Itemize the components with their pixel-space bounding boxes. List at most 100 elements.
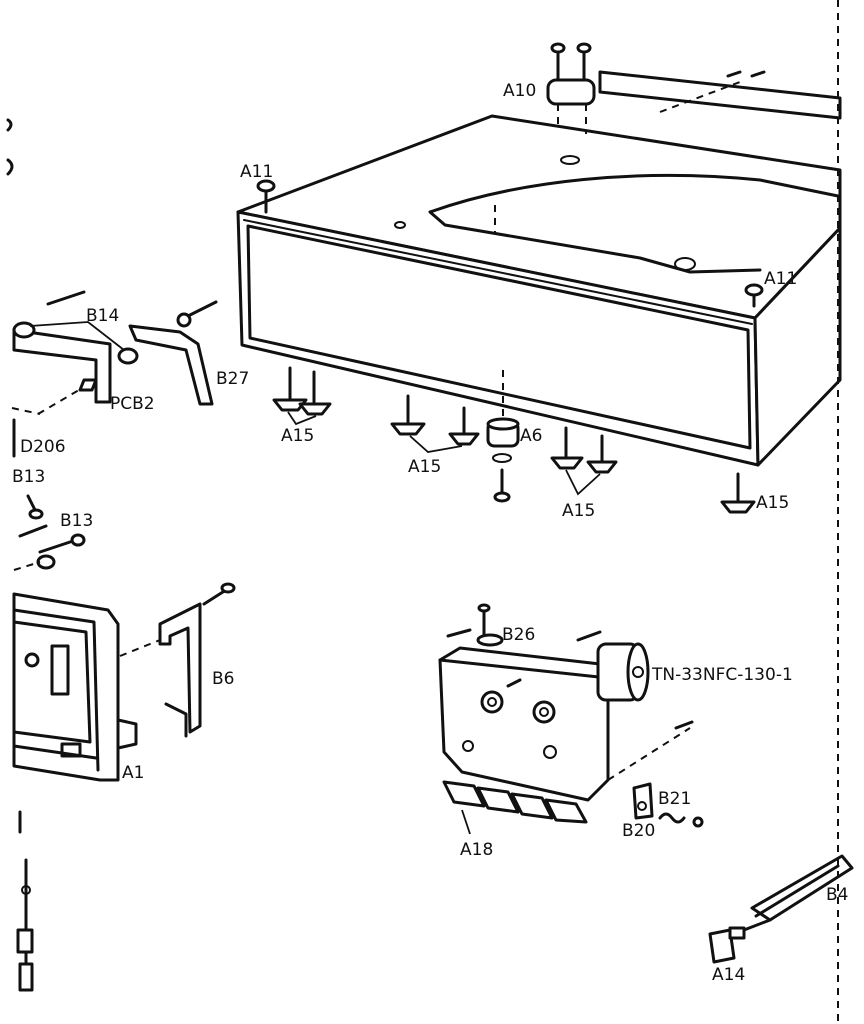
label-a1: A1 <box>122 763 144 783</box>
label-a6: A6 <box>520 426 542 446</box>
b13-washer <box>36 554 56 570</box>
a15-feet: A15 A15 A15 A15 <box>272 366 789 521</box>
label-a14: A14 <box>712 965 745 985</box>
label-pcb2: PCB2 <box>110 394 155 414</box>
label-b26: B26 <box>502 625 535 645</box>
mechanism-pivot <box>462 740 474 752</box>
motor-face <box>626 642 650 702</box>
foot-3-pad <box>390 422 426 436</box>
foot-6-pad <box>586 460 618 474</box>
label-a18: A18 <box>460 840 493 860</box>
top-hole-2 <box>394 221 406 229</box>
a6-grommet: A6 <box>486 370 542 503</box>
label-a15-left: A15 <box>281 426 314 446</box>
label-b4: B4 <box>826 885 848 905</box>
left-edge-fragments <box>6 118 34 992</box>
b13-screw-1-head <box>28 508 44 520</box>
b27-washer <box>176 312 192 328</box>
b21-washer <box>692 816 704 828</box>
a10-screw-head-1 <box>550 42 566 54</box>
a11-left: A11 <box>240 162 276 214</box>
mechanism-chassis <box>438 658 610 802</box>
capstan-left-hub <box>487 697 497 707</box>
b27-bracket <box>128 324 214 406</box>
b21-spring <box>658 812 686 824</box>
a6-screw-head <box>493 491 511 503</box>
label-a11-right: A11 <box>764 269 797 289</box>
cabinet <box>236 70 842 467</box>
b6-bracket: B6 <box>119 582 236 738</box>
foot-2 <box>298 370 332 416</box>
left-bracket-assembly: B14 PCB2 B27 <box>11 290 249 415</box>
foot-5 <box>550 426 584 470</box>
a15-left-leader <box>287 411 317 426</box>
a14-collar <box>728 926 746 940</box>
a10-screw-head-2 <box>576 42 592 54</box>
b13-screw-3-head <box>70 533 86 547</box>
a6-top <box>486 417 520 431</box>
cabinet-inner-rim <box>246 224 752 450</box>
top-hole <box>560 155 580 165</box>
foot-3 <box>390 394 426 436</box>
label-b20: B20 <box>622 821 655 841</box>
b26-screw-3 <box>576 630 602 642</box>
label-d206: D206 <box>20 437 66 457</box>
label-b21: B21 <box>658 789 691 809</box>
capstan-right-hub <box>539 707 549 717</box>
rear-panel <box>598 70 842 120</box>
a15-center-leader <box>565 469 601 496</box>
b6-screw <box>202 588 228 606</box>
foot-4 <box>448 406 480 446</box>
b20-dash <box>607 727 691 781</box>
foot-2-pad <box>298 402 332 416</box>
tape-mechanism: A18 TN-33NFC-130-1 B26 B21 B20 <box>438 603 793 860</box>
foot-1-pad <box>272 398 308 412</box>
rear-screws <box>726 70 766 78</box>
foot-4-pad <box>448 432 480 446</box>
b26-screw-2 <box>446 628 472 638</box>
left-small-parts: D206 B13 B13 <box>12 418 93 571</box>
recess-hole <box>674 257 696 271</box>
b6-dash <box>119 639 161 657</box>
left-connector <box>16 928 34 954</box>
b20-b21-parts: B21 B20 <box>607 720 704 841</box>
b26-washer <box>476 633 504 647</box>
a10-body <box>546 78 596 106</box>
label-b13-top: B13 <box>12 467 45 487</box>
left-mark-2 <box>6 158 14 176</box>
a1-button <box>60 742 82 758</box>
label-b27: B27 <box>216 369 249 389</box>
a1-bottom-line <box>12 744 98 760</box>
label-a15-center: A15 <box>562 501 595 521</box>
key-4 <box>544 798 588 824</box>
label-b14: B14 <box>86 306 119 326</box>
cabinet-side-face <box>753 226 842 467</box>
b6-body <box>158 602 202 734</box>
label-a10: A10 <box>503 81 536 101</box>
b4-lever-edge <box>754 864 840 918</box>
b14-nut-right <box>117 347 139 365</box>
a14-shaft <box>742 918 772 932</box>
a1-side-tab <box>116 718 138 750</box>
motor: TN-33NFC-130-1 <box>596 642 793 702</box>
label-a15-mid: A15 <box>408 457 441 477</box>
left-mark-1 <box>6 118 13 132</box>
a1-knob <box>24 652 40 668</box>
a1-cassette-slot <box>50 644 70 696</box>
label-b13-bottom: B13 <box>60 511 93 531</box>
b20-hole <box>637 801 647 811</box>
a15-mid-leader <box>409 435 463 453</box>
rear-screw-2 <box>750 70 766 78</box>
a1-panel-window <box>12 620 92 744</box>
b13-screw-2 <box>18 524 48 538</box>
a14-knob <box>708 928 736 964</box>
label-tn-motor: TN-33NFC-130-1 <box>651 665 793 685</box>
key-1 <box>442 780 486 808</box>
mechanism-gear <box>543 745 557 759</box>
a1-panel-inner <box>12 608 100 772</box>
pcb2-board <box>12 328 112 404</box>
key-3 <box>510 792 554 820</box>
b26-screw-head <box>477 603 491 613</box>
a11-right: A11 <box>744 269 797 308</box>
